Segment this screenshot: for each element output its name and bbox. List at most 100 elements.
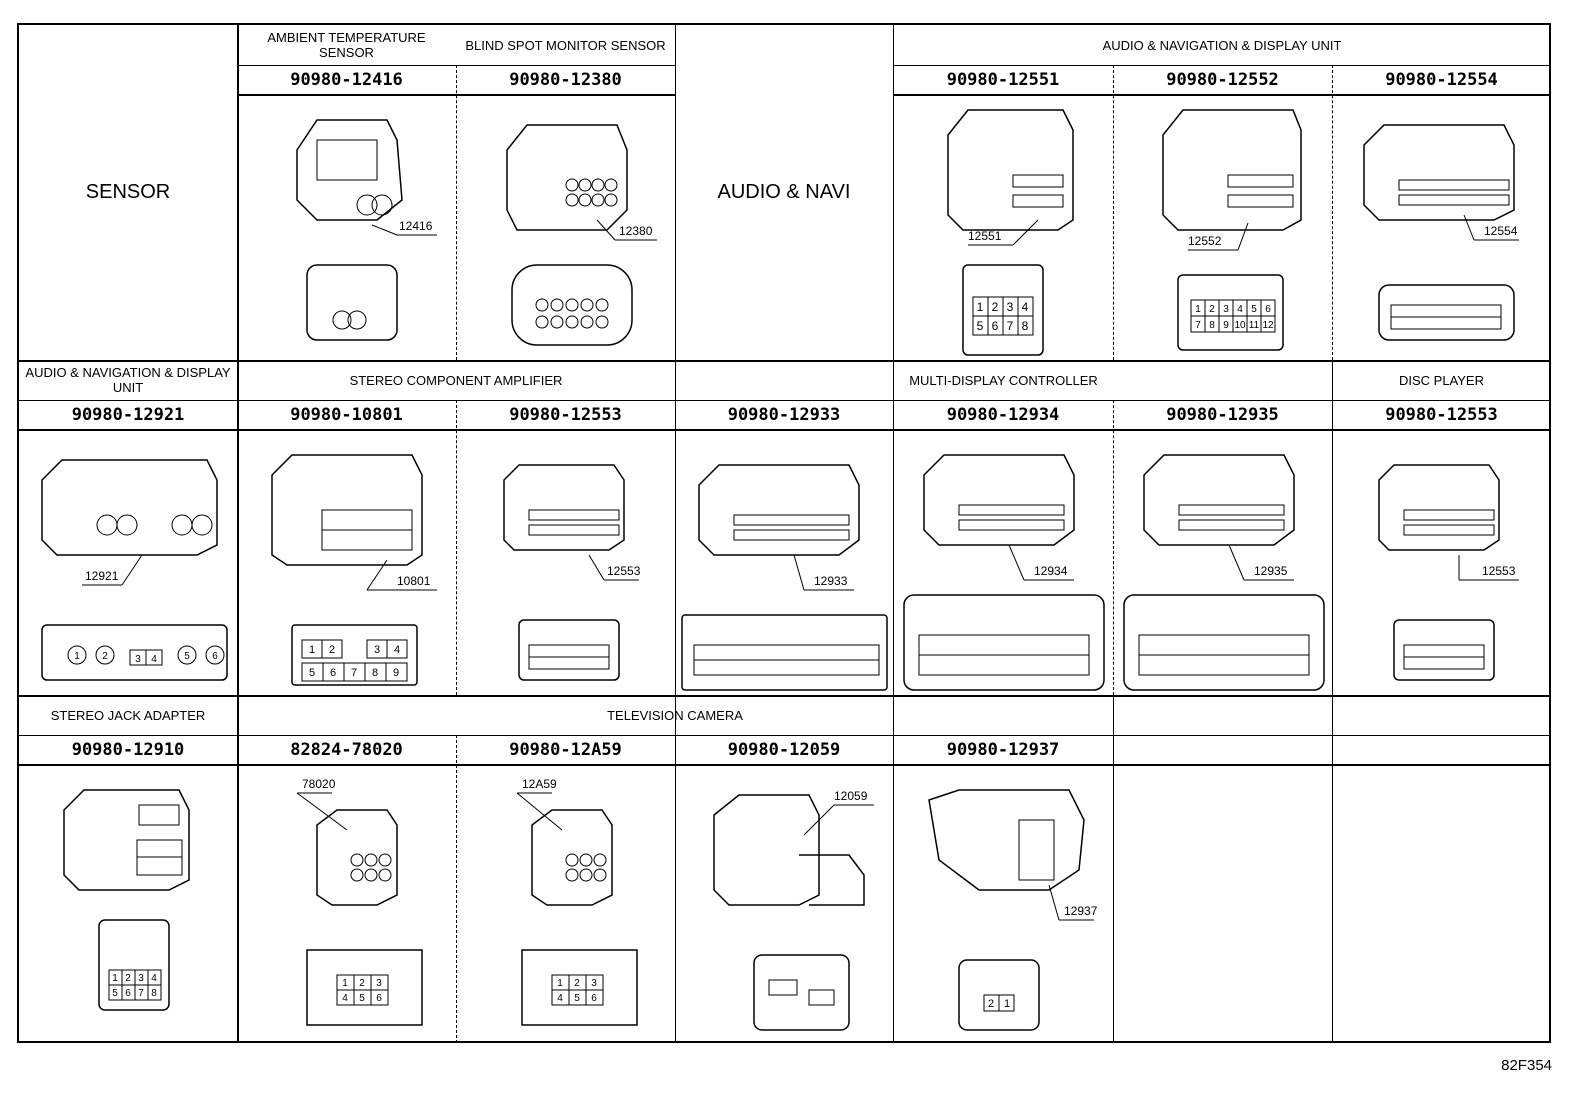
pin-label: 4	[151, 654, 157, 665]
pin-label: 7	[1195, 320, 1201, 331]
part-number: 90980-12416	[290, 69, 403, 90]
figure-code: 78020	[302, 777, 336, 791]
pin-label: 1	[112, 973, 118, 984]
figure-code: 12937	[1064, 904, 1098, 918]
pin-label: 3	[591, 978, 597, 989]
pin-label: 4	[1022, 300, 1029, 314]
connector-12059-drawing: 12059	[713, 789, 874, 1031]
connector-12553-drawing: 12553	[1378, 464, 1519, 681]
part-number: 90980-12553	[509, 404, 622, 425]
connector-12933-drawing: 12933	[681, 464, 888, 691]
connector-12a59-drawing: 12A59 1 2 3 4 5 6	[516, 777, 638, 1026]
pin-label: 6	[125, 988, 131, 999]
pin-label: 6	[330, 667, 336, 679]
figure-code: 12380	[619, 224, 653, 238]
connector-12552-drawing: 12552 1 2 3 4 5 6 7 8 9 10 11 12	[1162, 109, 1302, 351]
pin-label: 4	[394, 644, 400, 656]
figure-code: 12553	[1482, 564, 1516, 578]
pin-label: 7	[1007, 319, 1014, 333]
diagram-code: 82F354	[1501, 1057, 1552, 1074]
connector-12934-drawing: 12934	[903, 454, 1105, 691]
pin-label: 12	[1262, 320, 1274, 331]
part-number: 90980-12933	[727, 404, 841, 425]
pin-label: 5	[359, 993, 365, 1004]
part-number: 90980-12553	[1385, 404, 1498, 425]
pin-label: 1	[342, 978, 348, 989]
part-number: 90980-12552	[1166, 69, 1279, 90]
pin-label: 7	[138, 988, 144, 999]
figure-code: 12416	[399, 219, 433, 233]
pin-label: 3	[374, 644, 380, 656]
pin-label: 1	[557, 978, 563, 989]
pin-label: 2	[992, 300, 999, 314]
pin-label: 6	[992, 319, 999, 333]
connector-12937-drawing: 12937 2 1	[928, 789, 1098, 1031]
ambient-temp-sensor-header: AMBIENT TEMPERATURE SENSOR	[267, 30, 426, 60]
pin-label: 1	[977, 300, 984, 314]
figure-code: 10801	[397, 574, 431, 588]
pin-label: 4	[151, 973, 157, 984]
part-number: 90980-12380	[509, 69, 622, 90]
disc-player-header: DISC PLAYER	[1398, 372, 1484, 388]
pin-label: 3	[138, 973, 144, 984]
connector-12554-drawing: 12554	[1363, 124, 1519, 341]
stereo-jack-header: STEREO JACK ADAPTER	[50, 707, 206, 723]
figure-code: 12552	[1188, 234, 1222, 248]
part-number: 90980-12934	[946, 404, 1060, 425]
pin-label: 9	[393, 667, 399, 679]
pin-label: 2	[1209, 304, 1215, 315]
part-number: 90980-12554	[1385, 69, 1498, 90]
pin-label: 3	[1007, 300, 1014, 314]
figure-code: 12921	[85, 569, 119, 583]
pin-label: 5	[574, 993, 580, 1004]
stereo-amplifier-header: STEREO COMPONENT AMPLIFIER	[349, 372, 563, 388]
connector-12553-drawing: 12553	[503, 464, 641, 681]
blind-spot-sensor-header: BLIND SPOT MONITOR SENSOR	[465, 37, 666, 53]
pin-label: 11	[1249, 320, 1260, 331]
pin-label: 8	[151, 988, 157, 999]
part-number: 82824-78020	[290, 739, 403, 760]
pin-label: 9	[1223, 320, 1229, 331]
part-number: 90980-10801	[290, 404, 403, 425]
part-number: 90980-12921	[71, 404, 185, 425]
figure-code: 12551	[968, 229, 1002, 243]
pin-label: 1	[309, 644, 315, 656]
pin-label: 5	[112, 988, 118, 999]
connector-12551-drawing: 12551 1 2 3 4 5 6 7 8	[947, 109, 1074, 356]
pin-label: 2	[102, 651, 108, 662]
pin-label: 6	[212, 651, 218, 662]
part-number: 90980-12059	[727, 739, 841, 760]
pin-label: 3	[135, 654, 141, 665]
pin-label: 5	[309, 667, 315, 679]
pin-label: 8	[1209, 320, 1215, 331]
pin-label: 5	[1251, 304, 1257, 315]
figure-code: 12553	[607, 564, 641, 578]
sensor-group-label: SENSOR	[85, 181, 171, 203]
pin-label: 7	[351, 667, 357, 679]
pin-label: 5	[977, 319, 984, 333]
pin-label: 6	[591, 993, 597, 1004]
blind-spot-connector-drawing: 12380	[506, 124, 657, 346]
part-number: 90980-12A59	[509, 739, 622, 760]
connector-10801-drawing: 10801 1 2 3 4 5 6 7 8 9	[271, 454, 437, 686]
audio-nav-display-header: AUDIO & NAVIGATION & DISPLAY UNIT	[1102, 37, 1342, 53]
pin-label: 4	[1237, 304, 1243, 315]
part-number: 90980-12937	[946, 739, 1060, 760]
audio-nav-display-header: AUDIO & NAVIGATION & DISPLAY UNIT	[25, 365, 231, 395]
multi-display-header: MULTI-DISPLAY CONTROLLER	[909, 372, 1098, 388]
pin-label: 1	[74, 651, 80, 662]
pin-label: 2	[125, 973, 131, 984]
pin-label: 3	[1223, 304, 1229, 315]
connector-78020-drawing: 78020 1 2 3 4 5 6	[296, 777, 423, 1026]
pin-label: 2	[988, 998, 994, 1010]
pin-label: 2	[359, 978, 365, 989]
pin-label: 6	[1265, 304, 1271, 315]
pin-label: 10	[1234, 320, 1246, 331]
figure-code: 12934	[1034, 564, 1068, 578]
pin-label: 4	[342, 993, 348, 1004]
pin-label: 5	[184, 651, 190, 662]
pin-label: 2	[329, 644, 335, 656]
pin-label: 8	[372, 667, 378, 679]
figure-code: 12935	[1254, 564, 1288, 578]
audio-navi-group-label: AUDIO & NAVI	[717, 181, 851, 203]
